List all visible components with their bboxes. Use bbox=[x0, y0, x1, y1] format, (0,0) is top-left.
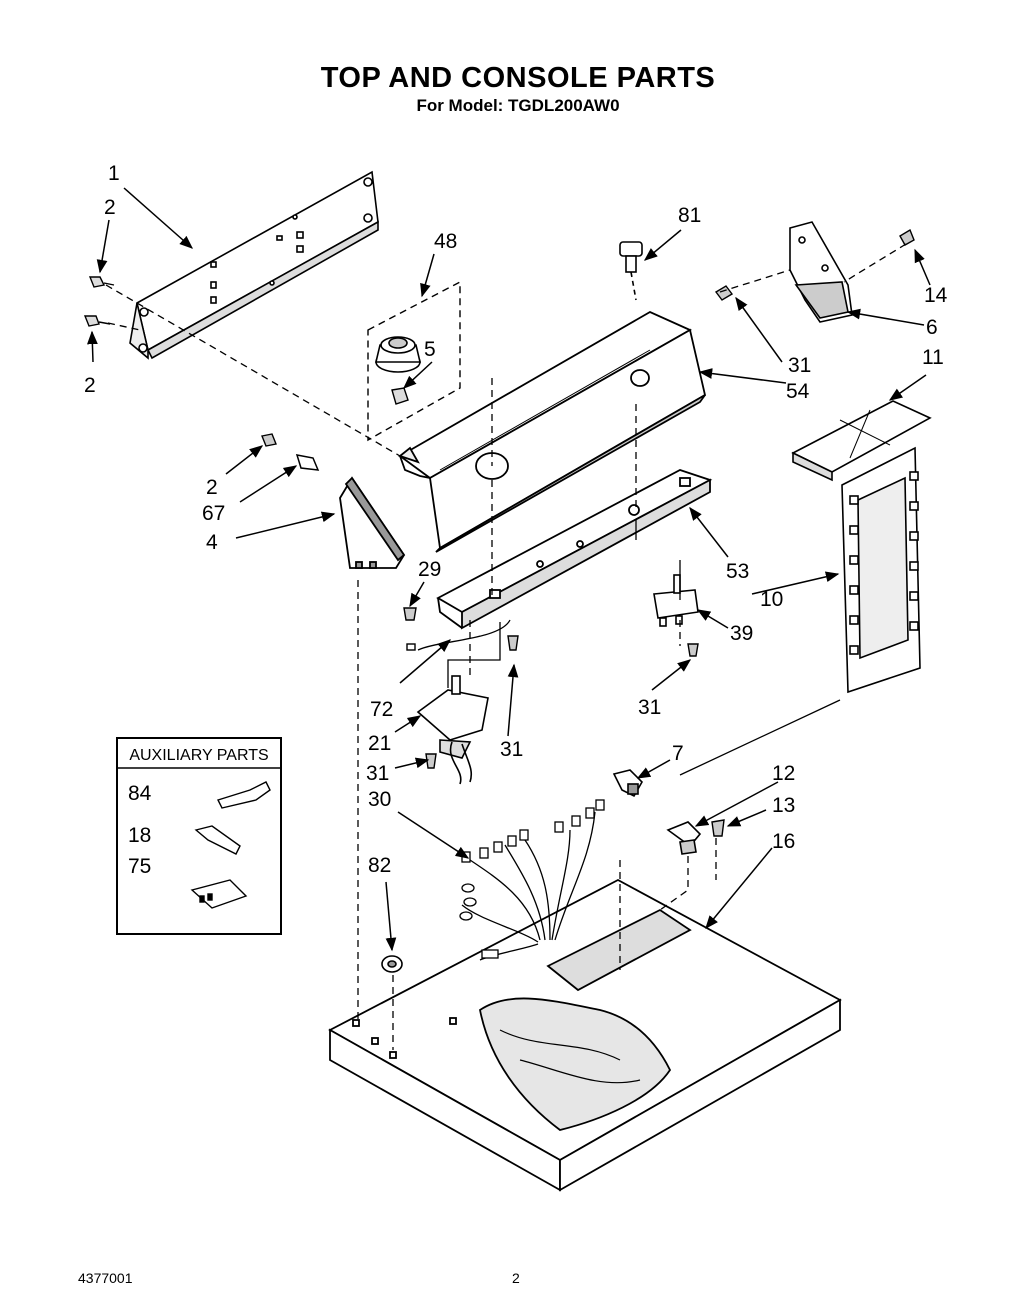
part-label: 72 bbox=[370, 698, 393, 721]
door-switch-bracket bbox=[666, 821, 702, 855]
control-panel-base bbox=[436, 469, 713, 630]
part-label: 67 bbox=[202, 502, 225, 525]
console-end-cap bbox=[339, 476, 406, 569]
part-label: 12 bbox=[772, 762, 795, 785]
terminal-18 bbox=[194, 825, 241, 855]
end-cap-screw bbox=[261, 433, 277, 447]
knob-insert bbox=[391, 387, 409, 405]
knob-assembly-group bbox=[367, 280, 461, 442]
selector-switch bbox=[653, 574, 699, 627]
part-label: 11 bbox=[922, 346, 944, 369]
document-number: 4377001 bbox=[78, 1270, 133, 1286]
timer-screw bbox=[403, 607, 417, 651]
part-label: 4 bbox=[206, 531, 218, 554]
part-label: 16 bbox=[772, 830, 795, 853]
part-label: 82 bbox=[368, 854, 391, 877]
part-label: 7 bbox=[672, 742, 684, 765]
part-label: 2 bbox=[206, 476, 218, 499]
part-label: 53 bbox=[726, 560, 749, 583]
part-label: 54 bbox=[786, 380, 810, 403]
panel-screw-upper bbox=[88, 276, 115, 288]
page-title: TOP AND CONSOLE PARTS bbox=[320, 62, 716, 94]
grommet bbox=[619, 241, 643, 301]
part-label: 31 bbox=[366, 762, 389, 785]
bracket-screw-right bbox=[899, 228, 915, 246]
connector bbox=[612, 769, 643, 798]
page-number: 2 bbox=[512, 1270, 520, 1286]
part-label: 14 bbox=[924, 284, 948, 307]
part-label: 2 bbox=[104, 196, 116, 219]
part-label: 1 bbox=[108, 162, 120, 185]
aux-part-label: 84 bbox=[128, 782, 152, 805]
part-label: 5 bbox=[424, 338, 436, 361]
console-top bbox=[398, 310, 707, 553]
aux-part-label: 75 bbox=[128, 855, 151, 878]
top-plug bbox=[381, 955, 403, 973]
wiring-lines bbox=[417, 520, 841, 776]
part-label: 2 bbox=[84, 374, 96, 397]
door-switch-screw bbox=[711, 819, 725, 837]
auxiliary-parts-title: AUXILIARY PARTS bbox=[129, 747, 268, 764]
part-label: 48 bbox=[434, 230, 457, 253]
part-label: 29 bbox=[418, 558, 441, 581]
alignment-lines bbox=[105, 243, 907, 1050]
part-label: 31 bbox=[788, 354, 811, 377]
bracket-screw-left bbox=[714, 285, 734, 301]
part-label: 13 bbox=[772, 794, 795, 817]
timer bbox=[416, 675, 489, 785]
part-label: 10 bbox=[760, 588, 783, 611]
auxiliary-parts-box: AUXILIARY PARTS 84 18 75 bbox=[116, 737, 282, 935]
wire-harness bbox=[459, 799, 605, 961]
console-bracket bbox=[789, 221, 853, 323]
part-label: 31 bbox=[500, 738, 523, 761]
lint-screen bbox=[841, 446, 921, 694]
part-label: 39 bbox=[730, 622, 753, 645]
lint-cover bbox=[791, 400, 932, 482]
panel-screw-31b bbox=[687, 643, 699, 657]
panel-screw-lower bbox=[83, 315, 111, 327]
connector-75 bbox=[190, 879, 248, 909]
knob bbox=[374, 336, 422, 373]
timer-screw-31c bbox=[425, 753, 437, 769]
aux-part-label: 18 bbox=[128, 824, 151, 847]
rear-panel bbox=[129, 170, 379, 360]
model-subtitle: For Model: TGDL200AW0 bbox=[416, 96, 620, 115]
terminal-84 bbox=[217, 781, 271, 809]
part-label: 30 bbox=[368, 788, 391, 811]
part-labels: 1 2 2 81 48 5 14 6 31 54 11 2 67 4 29 53… bbox=[84, 162, 948, 877]
part-label: 31 bbox=[638, 696, 661, 719]
part-label: 81 bbox=[678, 204, 701, 227]
part-label: 21 bbox=[368, 732, 391, 755]
part-label: 6 bbox=[926, 316, 938, 339]
end-cap-clip bbox=[295, 454, 320, 471]
panel-screw-31a bbox=[507, 635, 519, 651]
dryer-top bbox=[328, 878, 842, 1192]
